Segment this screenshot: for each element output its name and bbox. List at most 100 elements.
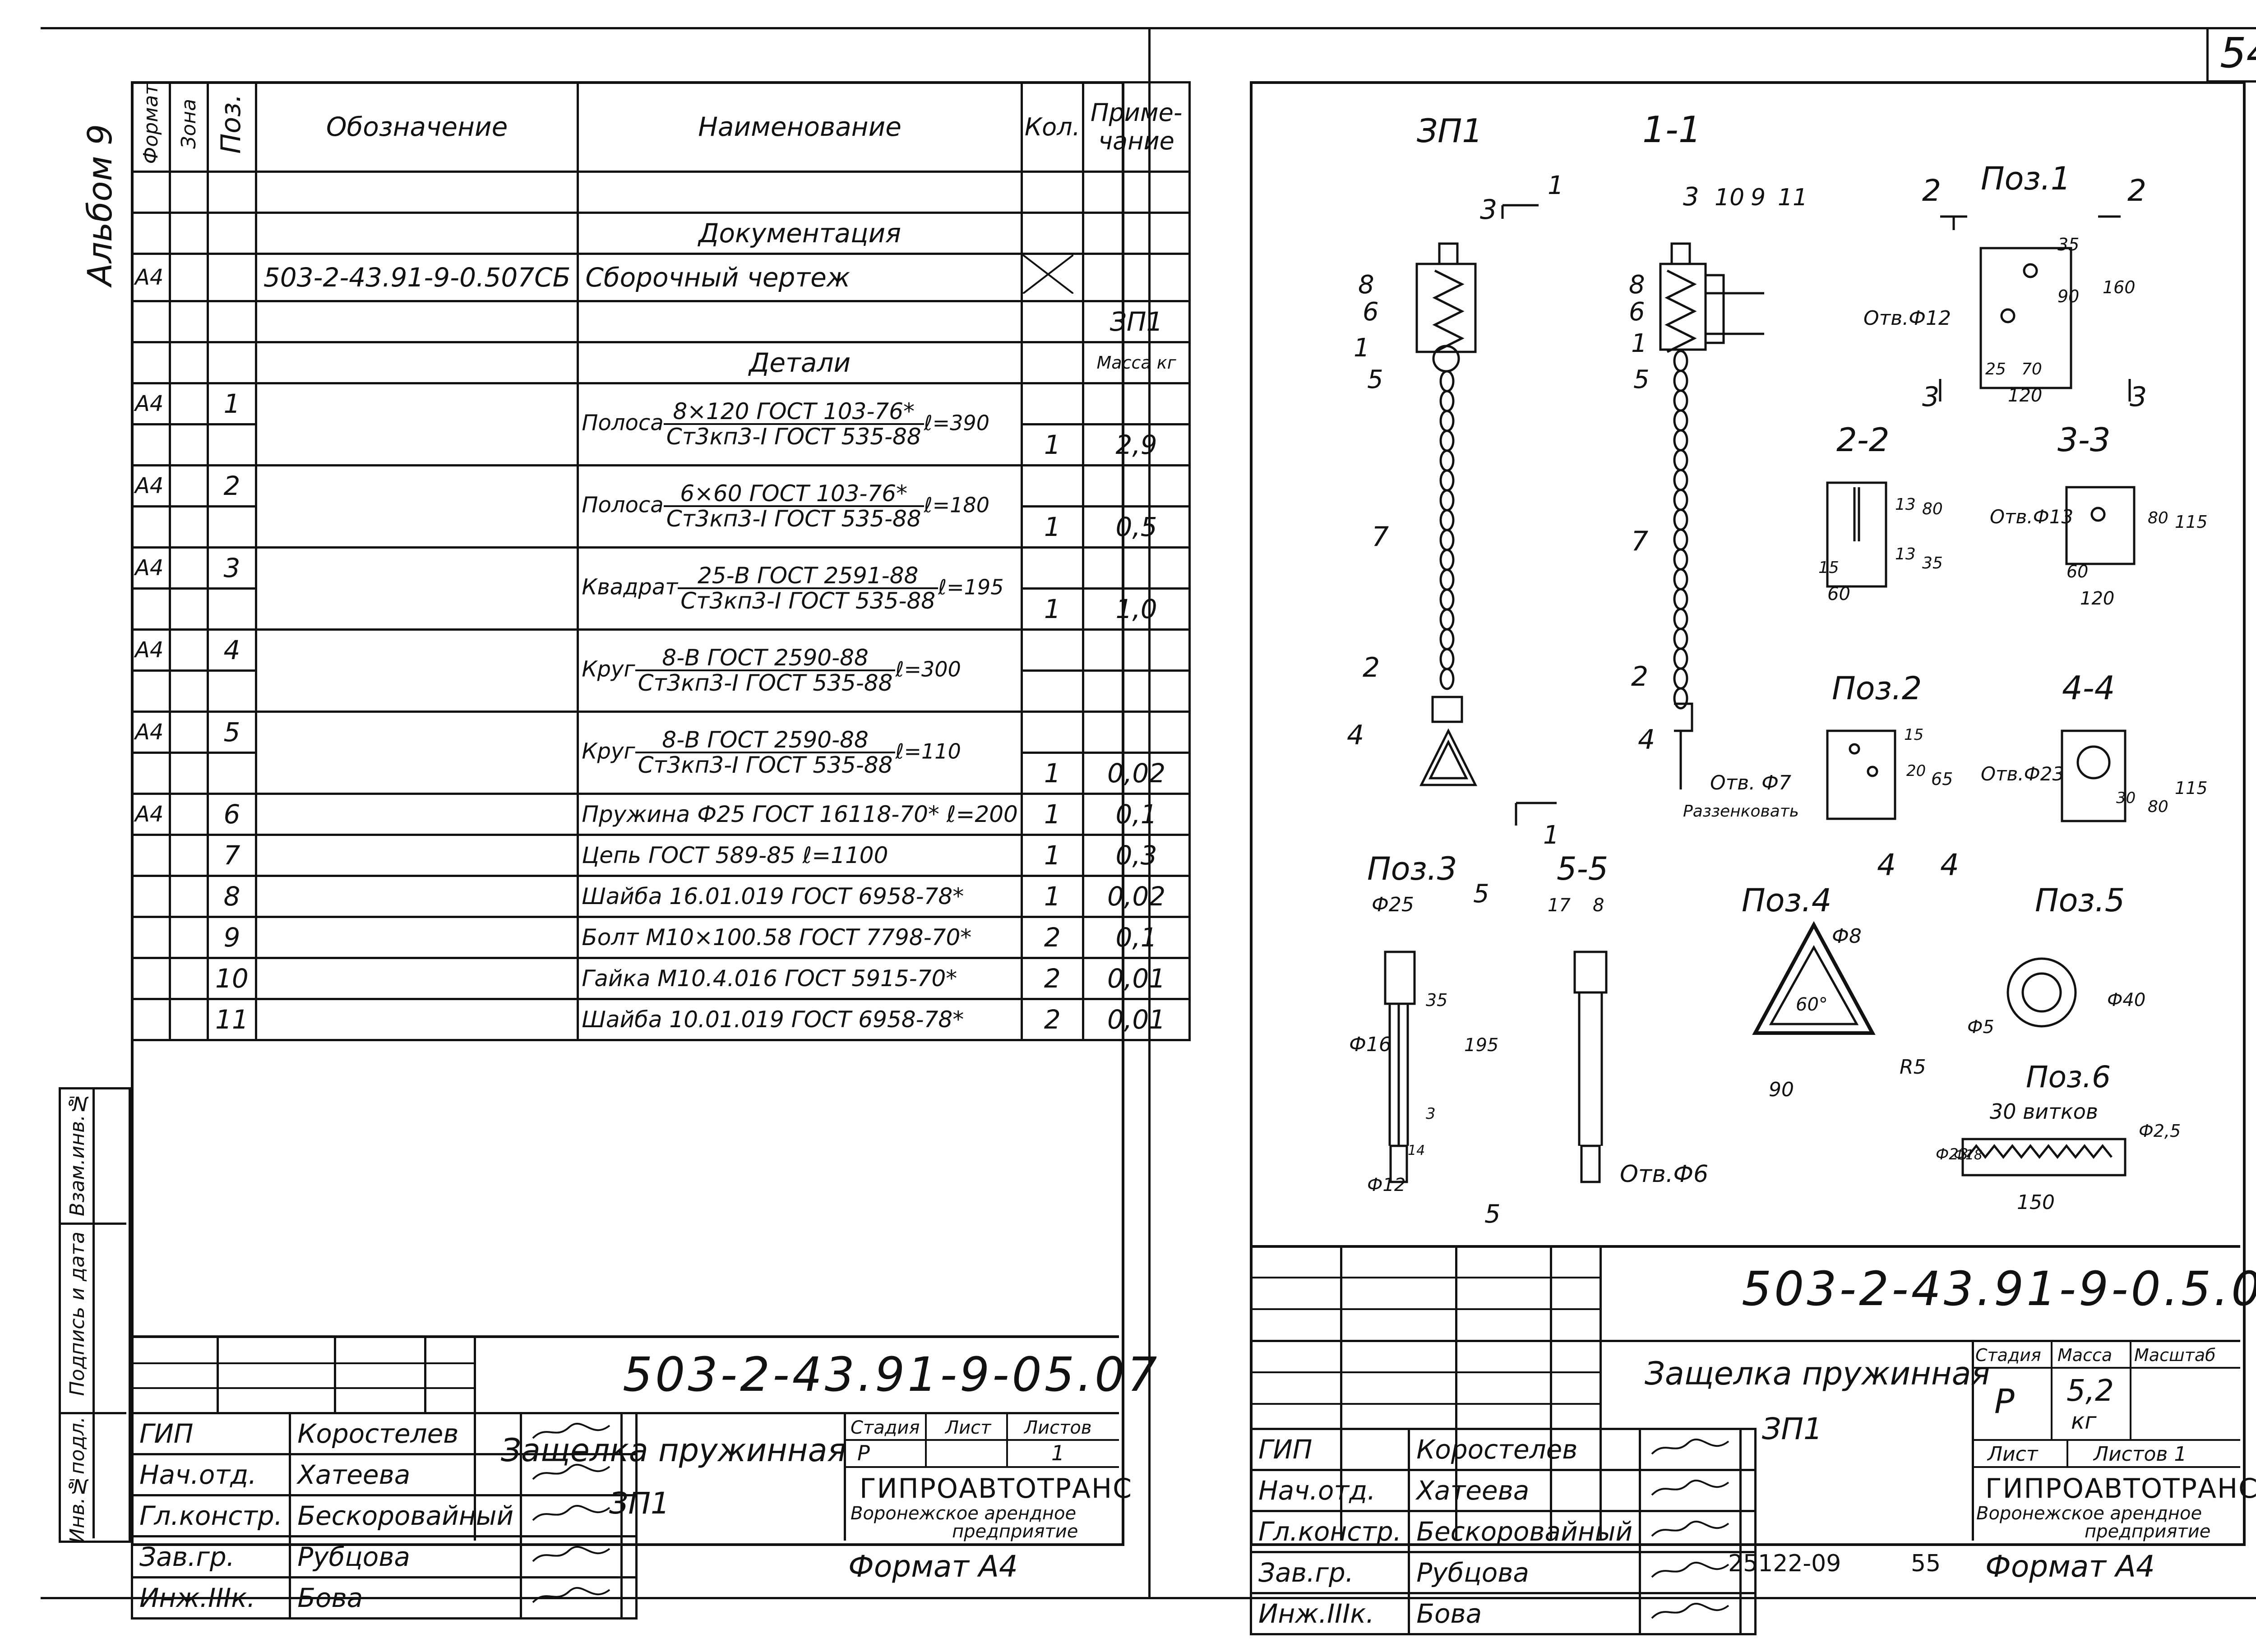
- right-mass-value: 5,2: [2066, 1373, 2114, 1408]
- row-note: 0,5: [1082, 505, 1191, 549]
- right-sheet-header: Лист: [1988, 1443, 2038, 1466]
- spring-turns-label: 30 витков: [1990, 1099, 2098, 1124]
- dim-17: 17: [1548, 895, 1571, 916]
- row-note: 0,1: [1082, 915, 1191, 959]
- section-documentation: Документация: [577, 211, 1023, 255]
- part-name: Круг: [582, 656, 635, 682]
- stamp-role: Нач.отд.: [1249, 1469, 1410, 1512]
- row-pos: 8: [207, 874, 257, 918]
- signature: [520, 1576, 623, 1620]
- chain-link: [1673, 369, 1688, 392]
- header-zone: Зона: [177, 98, 200, 149]
- row-pos: 10: [207, 956, 257, 1000]
- header-note: Приме-чание: [1082, 81, 1191, 173]
- chain-link: [1439, 449, 1455, 472]
- header-qty: Кол.: [1020, 81, 1084, 173]
- part-spec-top: 8-В ГОСТ 2590-88: [635, 728, 896, 754]
- left-org: ГИПРОАВТОТРАНС: [860, 1473, 1133, 1504]
- leader-7b: 7: [1631, 526, 1648, 557]
- row-qty: 2: [1020, 915, 1084, 959]
- stamp-person-row: Гл.констр.Бескоровайный: [130, 1494, 638, 1537]
- dim-phi18: Ф18: [1954, 1147, 1983, 1163]
- chain-link: [1439, 370, 1455, 392]
- chain-link: [1673, 409, 1688, 432]
- row-pos: 2: [207, 464, 257, 508]
- page-number: 54: [2220, 29, 2256, 77]
- part-length: ℓ=195: [938, 575, 1004, 600]
- chain-link: [1673, 508, 1688, 531]
- row-note: [1082, 669, 1191, 713]
- left-stamp-code: 503-2-43.91-9-05.07: [623, 1347, 1160, 1402]
- signature: [520, 1412, 623, 1455]
- leader-3b: 3: [1683, 182, 1699, 212]
- row-note: 1,0: [1082, 587, 1191, 631]
- stamp-role: Инж.IIIк.: [130, 1576, 291, 1620]
- cut5-bottom: 5: [1484, 1200, 1501, 1229]
- row-pos: 11: [207, 997, 257, 1041]
- dim-90: 90: [2057, 286, 2079, 306]
- leader-7: 7: [1372, 521, 1389, 553]
- part-spec-top: 8-В ГОСТ 2590-88: [635, 646, 896, 672]
- chain-link: [1673, 588, 1688, 610]
- leader-9: 9: [1751, 184, 1766, 211]
- chain-link: [1673, 528, 1688, 551]
- row-name: Гайка М10.4.016 ГОСТ 5915-70*: [577, 956, 1023, 1000]
- dim-35a: 35: [2057, 235, 2079, 254]
- part-spec-top: 6×60 ГОСТ 103-76*: [663, 481, 924, 508]
- row-pos: 3: [207, 546, 257, 590]
- dim-115a: 115: [2175, 512, 2208, 532]
- left-sheets-header: Листов: [1024, 1417, 1092, 1438]
- chain-link: [1673, 608, 1688, 630]
- left-org3: предприятие: [952, 1521, 1078, 1542]
- stamp-person: Бескоровайный: [289, 1494, 522, 1537]
- part-name: Круг: [582, 738, 635, 764]
- leader-2b: 2: [1631, 661, 1648, 692]
- header-pos: Поз.: [215, 93, 247, 154]
- dim-phi40: Ф40: [2107, 990, 2145, 1011]
- dim-80a: 80: [1922, 500, 1943, 518]
- row-pos: 1: [207, 382, 257, 425]
- part-length: ℓ=300: [895, 657, 961, 682]
- left-format: Формат А4: [848, 1549, 1018, 1584]
- chain-link: [1439, 390, 1455, 412]
- chain-link: [1439, 469, 1455, 492]
- chain-link: [1673, 628, 1688, 650]
- stamp-person: Бова: [289, 1576, 522, 1620]
- hole13-label: Отв.Ф13: [1990, 506, 2073, 528]
- right-bottom-left: 25122-09: [1728, 1550, 1841, 1577]
- part-spec-bottom: Ст3кп3-I ГОСТ 535-88: [638, 752, 893, 779]
- signature: [520, 1535, 623, 1578]
- cut2-left: 2: [1922, 173, 1941, 208]
- stamp-person: Хатеева: [289, 1453, 522, 1496]
- stamp-role: Инж.IIIк.: [1249, 1592, 1410, 1635]
- row-qty: 1: [1020, 792, 1084, 836]
- row-pos: 5: [207, 710, 257, 754]
- part-name: Полоса: [582, 410, 664, 436]
- specification-table: Формат Зона Поз. Обозначение Наименовани…: [131, 81, 1191, 1292]
- row-qty: 2: [1020, 956, 1084, 1000]
- row-qty: 1: [1020, 833, 1084, 877]
- table-row-cont: [131, 669, 1191, 713]
- chain-link: [1439, 429, 1455, 452]
- dim-phi25: Ф25: [1372, 893, 1414, 916]
- leader-3: 3: [1480, 194, 1497, 226]
- left-stamp: [131, 1335, 1119, 1543]
- right-mass-unit: кг: [2071, 1408, 2097, 1434]
- view-zp1-label: ЗП1: [1417, 112, 1483, 150]
- doc-name: Сборочный чертеж: [577, 252, 1023, 302]
- chain-link: [1673, 429, 1688, 452]
- row-name: Шайба 10.01.019 ГОСТ 6958-78*: [577, 997, 1023, 1041]
- doc-designation: 503-2-43.91-9-0.507СБ: [254, 252, 579, 302]
- part-spec-fraction: 6×60 ГОСТ 103-76*Ст3кп3-I ГОСТ 535-88: [663, 481, 924, 531]
